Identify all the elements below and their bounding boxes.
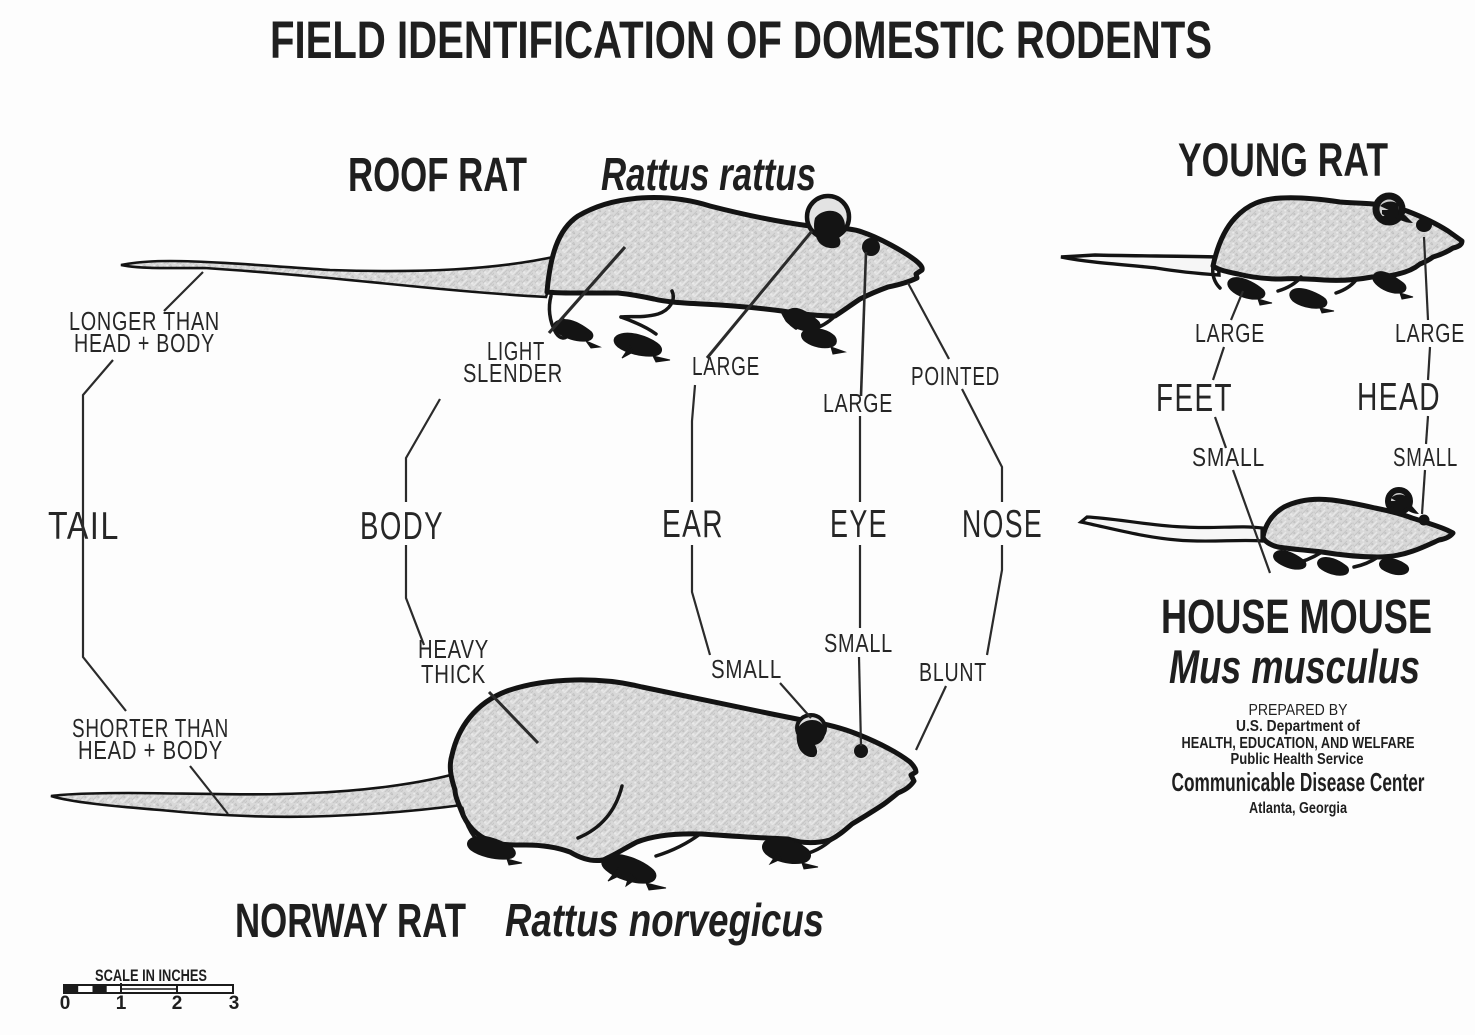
svg-text:SLENDER: SLENDER	[463, 358, 563, 388]
svg-text:NOSE: NOSE	[962, 503, 1043, 546]
svg-text:SMALL: SMALL	[711, 654, 782, 684]
svg-text:BODY: BODY	[360, 505, 444, 548]
svg-text:FIELD IDENTIFICATION OF DOMEST: FIELD IDENTIFICATION OF DOMESTIC RODENTS	[270, 11, 1212, 70]
svg-text:LONGER THAN: LONGER THAN	[69, 306, 220, 336]
svg-text:HEAVY: HEAVY	[418, 634, 489, 664]
svg-text:LARGE: LARGE	[1195, 318, 1265, 348]
svg-text:LIGHT: LIGHT	[487, 336, 545, 366]
svg-text:SMALL: SMALL	[1393, 442, 1458, 472]
svg-text:SMALL: SMALL	[824, 628, 893, 658]
svg-text:HOUSE MOUSE: HOUSE MOUSE	[1161, 591, 1432, 644]
svg-text:LARGE: LARGE	[1395, 318, 1465, 348]
svg-text:ROOF RAT: ROOF RAT	[348, 149, 527, 202]
svg-text:LARGE: LARGE	[692, 351, 760, 381]
svg-text:Rattus norvegicus: Rattus norvegicus	[505, 894, 824, 946]
svg-text:SHORTER THAN: SHORTER THAN	[72, 713, 229, 743]
svg-text:THICK: THICK	[421, 659, 486, 689]
svg-text:POINTED: POINTED	[911, 361, 1000, 391]
svg-text:U.S. Department of: U.S. Department of	[1236, 718, 1361, 735]
svg-text:Mus musculus: Mus musculus	[1169, 640, 1420, 693]
svg-text:EYE: EYE	[830, 503, 888, 546]
svg-text:PREPARED BY: PREPARED BY	[1249, 702, 1348, 719]
svg-text:0: 0	[60, 993, 71, 1014]
svg-text:Public Health Service: Public Health Service	[1231, 751, 1364, 768]
svg-text:YOUNG RAT: YOUNG RAT	[1178, 133, 1388, 186]
svg-text:BLUNT: BLUNT	[919, 657, 987, 687]
svg-text:Atlanta, Georgia: Atlanta, Georgia	[1249, 800, 1347, 817]
svg-text:3: 3	[229, 993, 240, 1014]
svg-text:FEET: FEET	[1156, 377, 1233, 420]
svg-text:Communicable Disease Center: Communicable Disease Center	[1172, 767, 1425, 797]
svg-text:HEALTH, EDUCATION, AND WELFARE: HEALTH, EDUCATION, AND WELFARE	[1182, 735, 1415, 752]
svg-text:SCALE IN INCHES: SCALE IN INCHES	[95, 966, 207, 985]
svg-text:2: 2	[172, 993, 183, 1014]
svg-text:HEAD: HEAD	[1357, 376, 1441, 419]
svg-text:1: 1	[116, 993, 127, 1014]
svg-text:SMALL: SMALL	[1192, 442, 1265, 472]
svg-text:Rattus rattus: Rattus rattus	[601, 148, 816, 200]
svg-text:EAR: EAR	[662, 503, 724, 546]
svg-text:HEAD + BODY: HEAD + BODY	[74, 328, 215, 358]
svg-text:HEAD + BODY: HEAD + BODY	[78, 735, 223, 765]
svg-text:NORWAY RAT: NORWAY RAT	[235, 895, 466, 948]
svg-text:LARGE: LARGE	[823, 388, 893, 418]
